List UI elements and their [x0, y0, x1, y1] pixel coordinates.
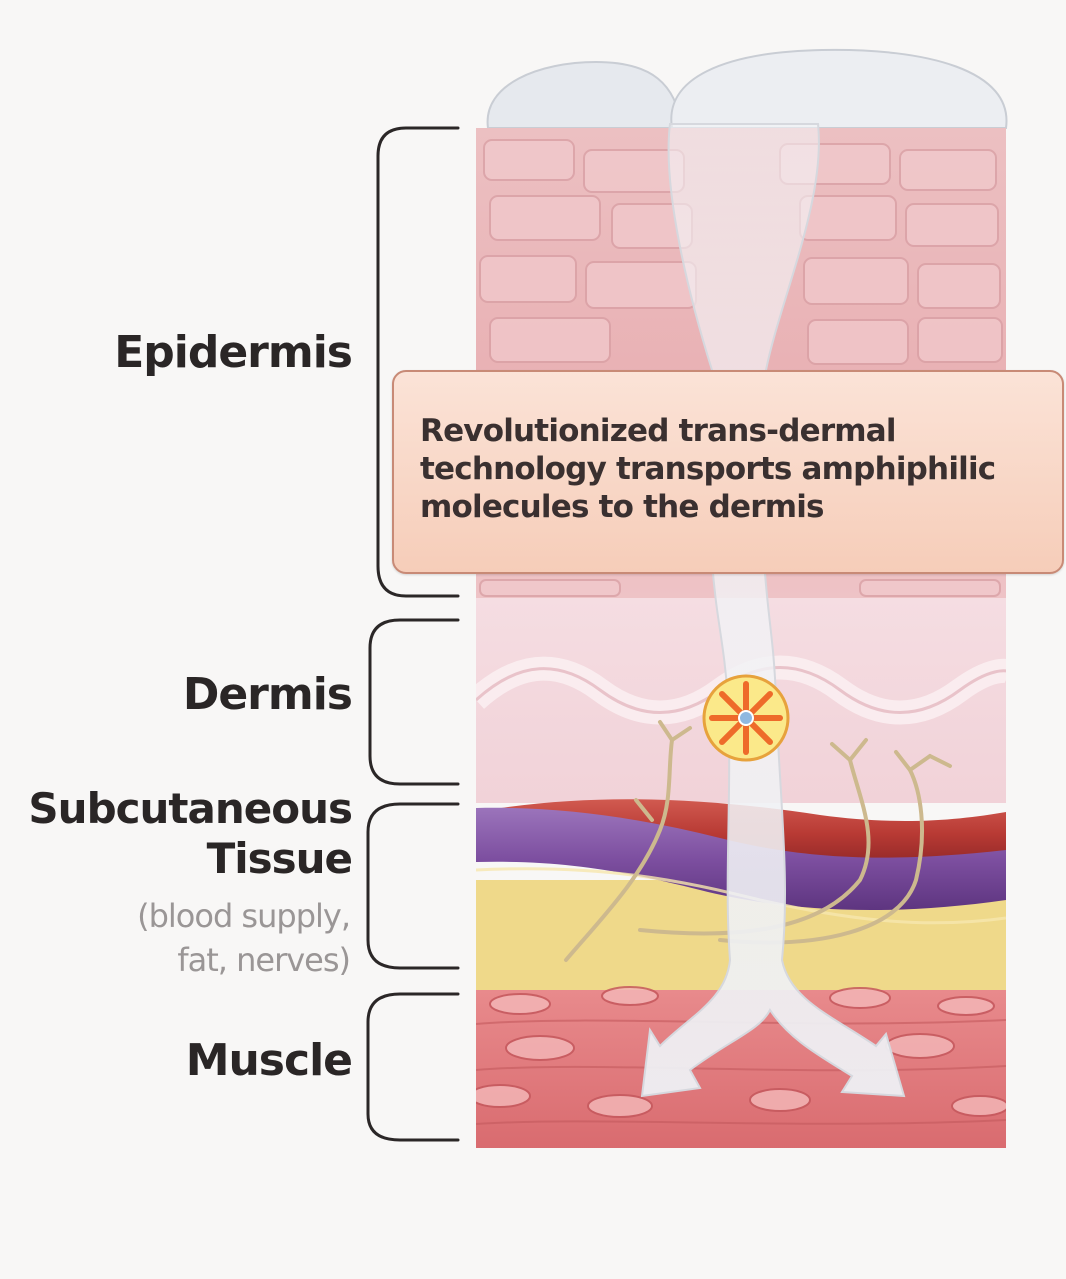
note-fat-nerves: fat, nerves) — [177, 940, 350, 980]
label-subcutaneous: Subcutaneous — [28, 784, 352, 834]
note-blood-supply: (blood supply, — [137, 896, 350, 936]
muscle-bracket — [368, 994, 458, 1140]
label-dermis: Dermis — [183, 668, 352, 722]
callout-line-2: technology transports amphiphilic — [420, 450, 1050, 488]
dermis-bracket — [370, 620, 458, 784]
layer-brackets — [368, 128, 458, 1140]
amphiphilic-molecule-icon — [704, 676, 788, 760]
label-muscle: Muscle — [186, 1034, 352, 1088]
callout-text: Revolutionized trans-dermal technology t… — [420, 412, 1050, 526]
technology-callout: Revolutionized trans-dermal technology t… — [392, 370, 1064, 574]
subcutaneous-bracket — [368, 804, 458, 968]
label-epidermis: Epidermis — [114, 326, 352, 380]
callout-line-1: Revolutionized trans-dermal — [420, 412, 1050, 450]
label-tissue: Tissue — [207, 834, 352, 884]
topical-droplets — [488, 50, 1007, 128]
callout-line-3: molecules to the dermis — [420, 488, 1050, 526]
